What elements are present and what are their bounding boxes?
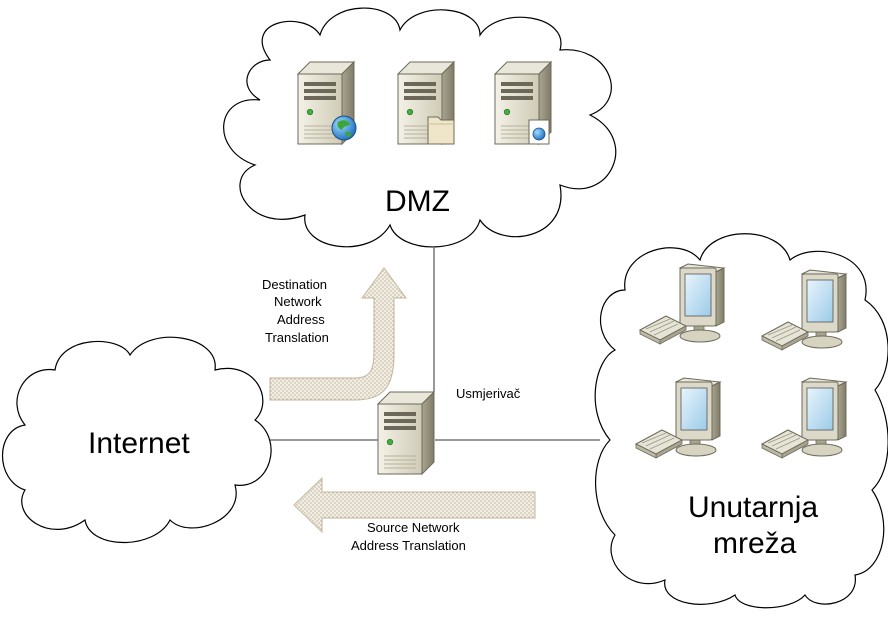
router-server-icon	[377, 391, 435, 475]
snat-label-line2: Address Translation	[351, 538, 466, 553]
internet-cloud	[2, 336, 272, 544]
dnat-label-line4: Translation	[265, 330, 329, 345]
file-server-icon	[397, 61, 455, 145]
web-document-server-icon	[494, 61, 552, 145]
internal-network-label-line1: Unutarnja	[688, 491, 819, 524]
web-server-icon	[297, 61, 357, 145]
up-turn-arrow-icon	[269, 267, 407, 401]
internal-network-label-line2: mreža	[713, 527, 797, 560]
snat-label-line1: Source Network	[367, 520, 460, 535]
internet-label: Internet	[88, 427, 190, 460]
dmz-label: DMZ	[385, 185, 450, 218]
dnat-label-line2: Network	[274, 294, 322, 309]
dnat-label-line1: Destination	[262, 277, 328, 292]
dnat-label-line3: Address	[277, 312, 325, 327]
router-label: Usmjerivač	[456, 386, 521, 401]
left-arrow-icon	[293, 476, 536, 534]
